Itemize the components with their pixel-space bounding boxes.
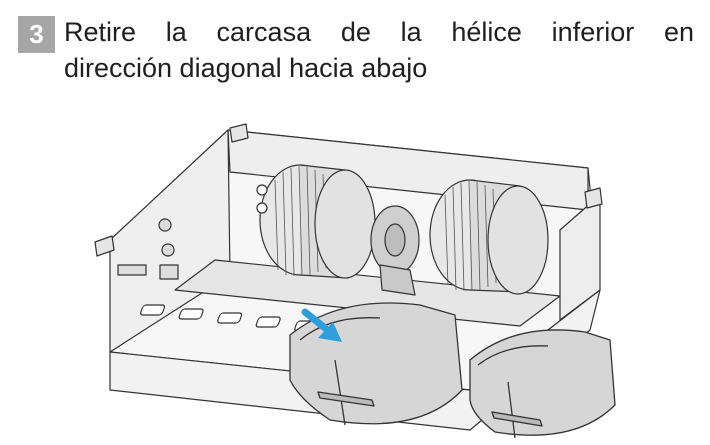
removed-housing-2: [469, 329, 616, 439]
removal-direction-arrow: [301, 308, 342, 342]
motor: [370, 205, 420, 296]
pipe-fittings: [117, 184, 268, 280]
left-blower-wheel: [259, 164, 376, 279]
right-blower-wheel: [429, 179, 549, 295]
instruction-text: Retire la carcasa de la hélice inferior …: [64, 14, 694, 86]
step-number-badge: 3: [18, 16, 55, 53]
instruction-line-2: dirección diagonal hacia abajo: [64, 53, 428, 83]
fan-unit-illustration: [94, 123, 616, 439]
instruction-line-1: Retire la carcasa de la hélice inferior …: [64, 17, 694, 47]
